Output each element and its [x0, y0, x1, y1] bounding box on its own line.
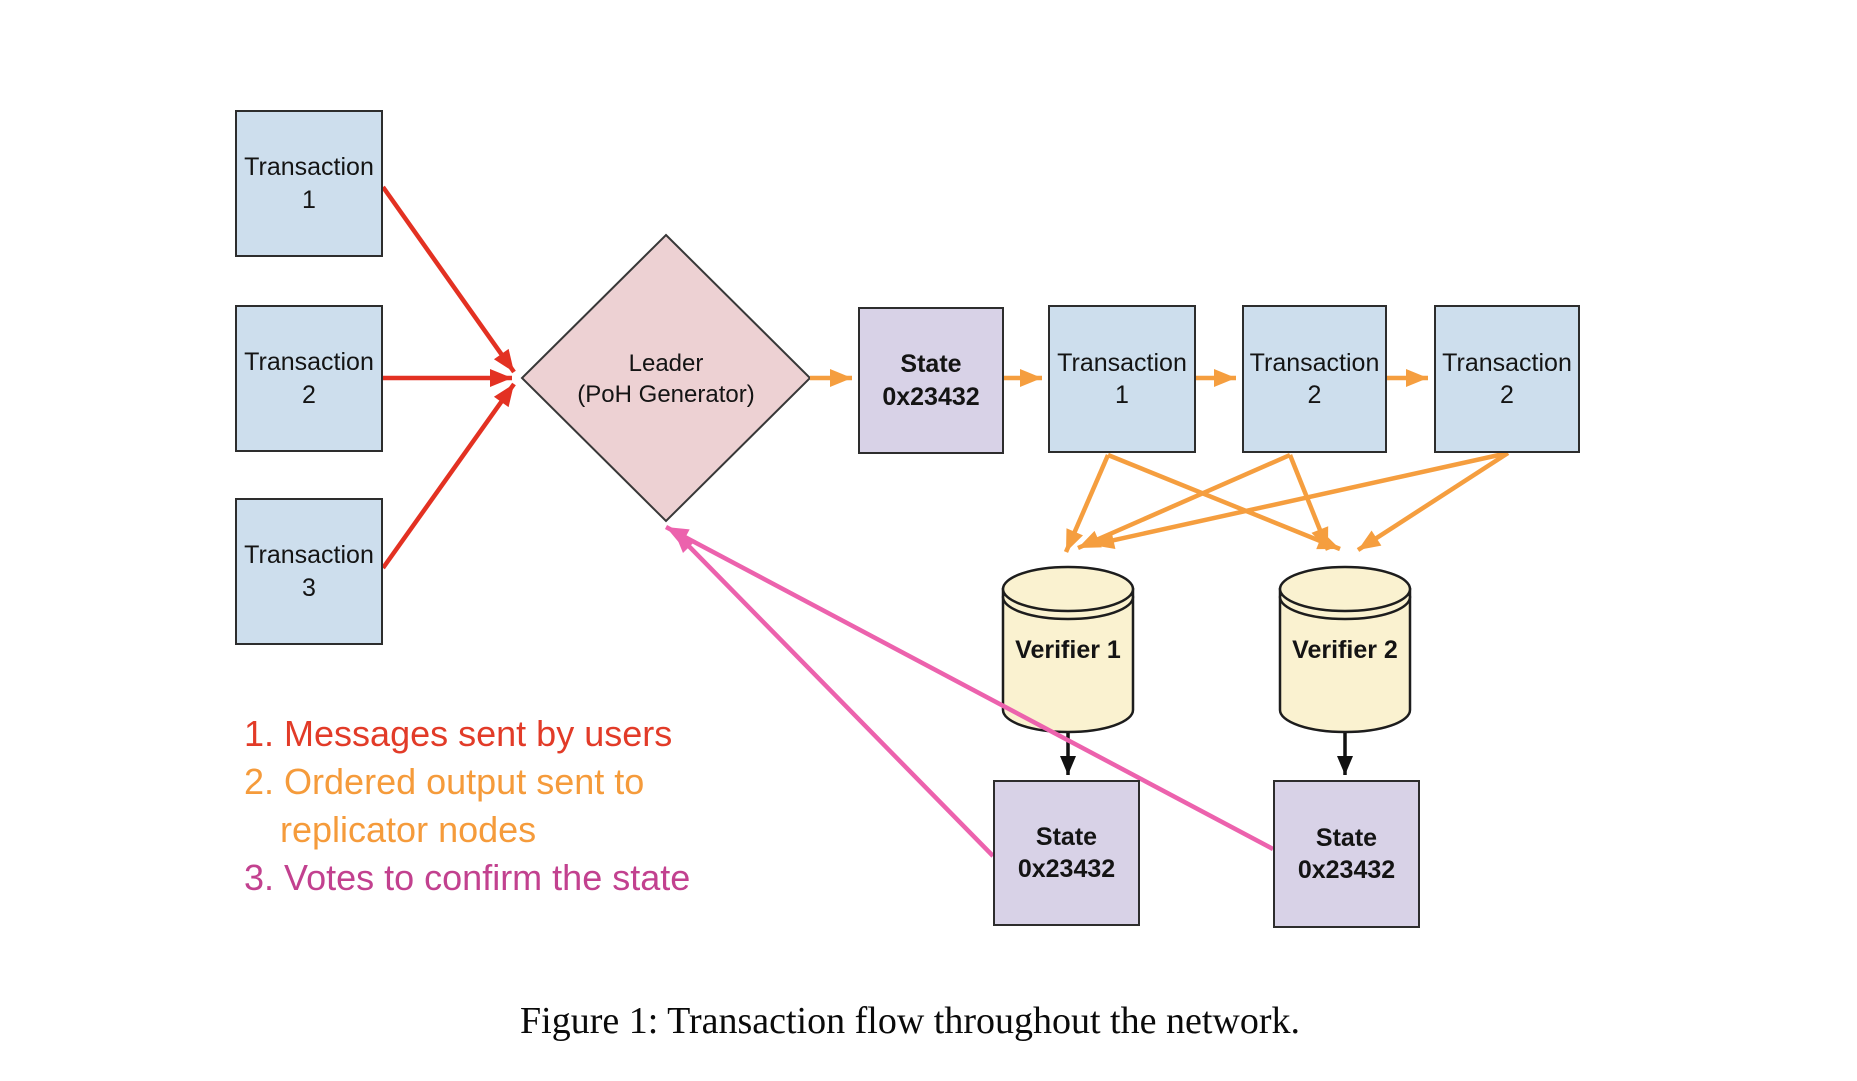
node-label: Transaction [1442, 348, 1572, 377]
node-ledger-transaction-3: Transaction 2 [1434, 305, 1580, 453]
leader-label-line2: (PoH Generator) [577, 381, 755, 409]
node-label: 0x23432 [1297, 856, 1396, 884]
legend-number: 1. [244, 713, 275, 754]
verifier-2-label: Verifier 2 [1292, 636, 1398, 664]
node-label: 1 [1115, 381, 1129, 409]
node-label: 3 [302, 573, 316, 602]
node-user-transaction-1: Transaction 1 [235, 110, 383, 257]
legend-item-ordered-output: 2. Ordered output sent to replicator nod… [244, 758, 734, 854]
leader-diamond-shape [520, 233, 812, 523]
arrow-entry2-to-verifier2 [1287, 454, 1331, 551]
pink-arrows-votes [664, 525, 1275, 858]
leader-node-label: Leader (PoH Generator) [540, 348, 792, 410]
node-label: Transaction [244, 541, 374, 569]
node-label: 0x23432 [1017, 855, 1116, 883]
node-output-state: State 0x23432 [858, 307, 1004, 454]
verifier-1-cylinder [1001, 565, 1135, 734]
arrow-tx3-to-leader [381, 382, 516, 570]
arrow-entry1-to-verifier1 [1063, 454, 1111, 553]
orange-arrows-ordered-output [810, 369, 1510, 553]
arrow-entry3-to-verifier1 [1091, 450, 1509, 550]
legend-text: Ordered output sent to replicator nodes [280, 761, 645, 850]
node-user-transaction-3: Transaction 3 [235, 498, 383, 645]
legend-number: 2. [244, 761, 275, 802]
arrow-entry3-to-verifier2 [1356, 451, 1510, 552]
node-verifier2-state: State 0x23432 [1273, 780, 1420, 928]
node-label: State [1035, 822, 1098, 851]
verifier-2-cylinder [1278, 565, 1412, 734]
node-ledger-transaction-2: Transaction 2 [1242, 305, 1387, 453]
arrow-entry1-to-verifier2 [1107, 452, 1341, 552]
arrow-state2-vote-to-leader [664, 525, 1275, 851]
legend: 1. Messages sent by users 2. Ordered out… [244, 710, 734, 902]
legend-item-votes: 3. Votes to confirm the state [244, 854, 734, 902]
node-label: 2 [1500, 381, 1514, 409]
node-label: Transaction [1249, 348, 1380, 377]
node-label: Transaction [244, 153, 374, 181]
node-label: 2 [1307, 381, 1322, 409]
black-arrows-verifier-state [1060, 733, 1353, 775]
red-arrows-messages [381, 185, 516, 570]
legend-text: Messages sent by users [284, 713, 673, 754]
arrow-entry2-to-verifier1 [1077, 452, 1291, 551]
node-ledger-transaction-1: Transaction 1 [1048, 305, 1196, 453]
node-label: 1 [302, 185, 316, 214]
node-label: Transaction [1057, 348, 1187, 377]
node-label: 2 [302, 380, 316, 409]
node-label: Transaction [244, 348, 374, 376]
verifier-1-label: Verifier 1 [1015, 636, 1121, 664]
arrow-tx1-to-leader [381, 185, 516, 374]
node-label: State [1315, 823, 1378, 852]
node-label: 0x23432 [882, 382, 980, 411]
leader-label-line1: Leader [628, 350, 704, 377]
figure-caption: Figure 1: Transaction flow throughout th… [520, 1000, 1300, 1042]
arrow-state1-vote-to-leader [672, 529, 995, 858]
node-label: State [900, 350, 962, 378]
legend-text: Votes to confirm the state [284, 857, 691, 898]
legend-item-messages: 1. Messages sent by users [244, 710, 734, 758]
node-verifier1-state: State 0x23432 [993, 780, 1140, 926]
node-user-transaction-2: Transaction 2 [235, 305, 383, 452]
legend-number: 3. [244, 857, 275, 898]
